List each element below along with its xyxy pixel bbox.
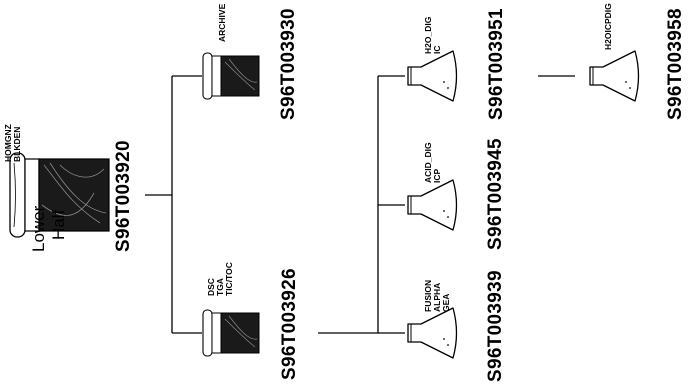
root-test-label: BLKDEN	[13, 127, 22, 162]
jar-sample-id: S96T003930	[279, 8, 298, 120]
flask-sample-id: S96T003951	[487, 8, 506, 120]
flask-test-label: ICP	[433, 169, 442, 183]
jar-test-label: TIC/TOC	[225, 262, 234, 296]
flask-test-label: H2OICPDIG	[604, 3, 613, 50]
jar-icon	[203, 310, 259, 356]
connector-branches-2	[378, 76, 405, 333]
jar-sample-id: S96T003926	[280, 268, 299, 380]
connector-branches-1	[172, 76, 202, 333]
flask-sample-id: S96T003958	[666, 8, 685, 120]
flask-test-label: IC	[433, 46, 442, 55]
flask-sample-id: S96T003939	[486, 270, 505, 382]
flask-test-label: GEA	[442, 294, 451, 312]
half-label-line-1: Lower	[30, 206, 47, 252]
jar-icon	[203, 53, 259, 99]
half-label-line-2: Half	[50, 210, 67, 240]
jar-test-label: ARCHIVE	[218, 4, 227, 42]
root-sample-id: S96T003920	[114, 140, 133, 252]
flask-sample-id: S96T003945	[486, 138, 505, 250]
flask-icon	[408, 308, 457, 358]
flask-icon	[408, 180, 457, 230]
flask-icon	[408, 51, 457, 101]
flask-icon	[590, 51, 639, 101]
